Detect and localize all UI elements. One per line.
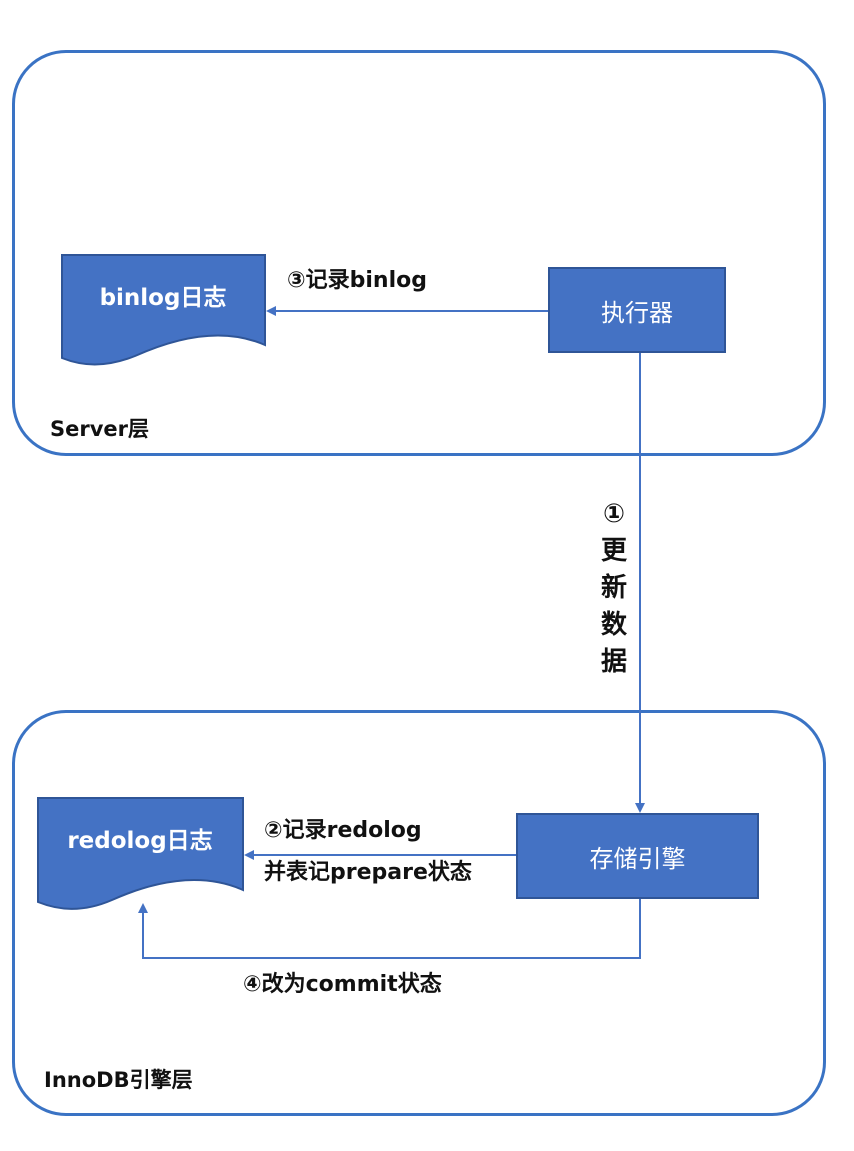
server-layer-container xyxy=(12,50,826,456)
executor-box: 执行器 xyxy=(548,267,726,353)
step1-label: ①更新数据 xyxy=(600,499,627,677)
arrow-commit xyxy=(138,899,641,959)
step3-label: ③记录binlog xyxy=(287,268,427,293)
redolog-document-shape: redolog日志 xyxy=(37,797,244,910)
innodb-layer-label: InnoDB引擎层 xyxy=(44,1068,193,1092)
binlog-document-shape: binlog日志 xyxy=(61,254,266,366)
binlog-document-label: binlog日志 xyxy=(100,285,227,311)
step4-label: ④改为commit状态 xyxy=(243,972,442,997)
redolog-document-label: redolog日志 xyxy=(67,828,212,854)
step2-label-line2: 并表记prepare状态 xyxy=(264,860,472,885)
step2-label-line1: ②记录redolog xyxy=(264,818,422,843)
innodb-layer-container xyxy=(12,710,826,1116)
server-layer-label: Server层 xyxy=(50,417,150,441)
storage-engine-box: 存储引擎 xyxy=(516,813,759,899)
